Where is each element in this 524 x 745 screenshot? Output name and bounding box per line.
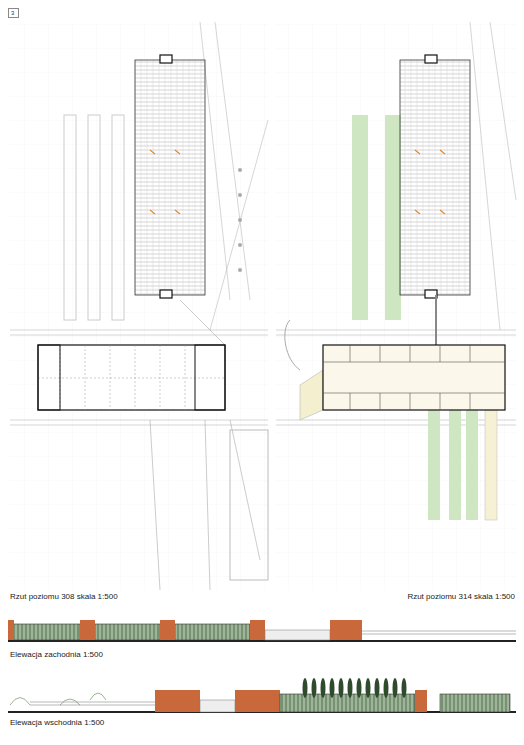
tree-symbol [330, 678, 335, 698]
tree-symbol [366, 678, 371, 698]
drawing-caption: Elewacja zachodnia 1:500 [10, 651, 103, 660]
drawing-caption: Rzut poziomu 308 skala 1:500 [10, 593, 118, 602]
east-elevation [8, 678, 516, 712]
tree-symbol [375, 678, 380, 698]
right-plan [276, 22, 516, 590]
tree-symbol [303, 678, 308, 698]
sheet-number: 3 [11, 10, 14, 16]
drawing-caption: Rzut poziomu 314 skala 1:500 [407, 593, 515, 602]
tree-symbol [321, 678, 326, 698]
tree-symbol [402, 678, 407, 698]
sheet-number-box: 3 [8, 8, 19, 18]
left-plan [10, 22, 268, 590]
tree-symbol [357, 678, 362, 698]
tree-symbol [312, 678, 317, 698]
drawing-caption: Elewacja wschodnia 1:500 [10, 719, 104, 728]
tree-symbol [393, 678, 398, 698]
tree-symbol [348, 678, 353, 698]
tree-symbol [384, 678, 389, 698]
west-elevation [8, 620, 516, 641]
tree-symbol [339, 678, 344, 698]
